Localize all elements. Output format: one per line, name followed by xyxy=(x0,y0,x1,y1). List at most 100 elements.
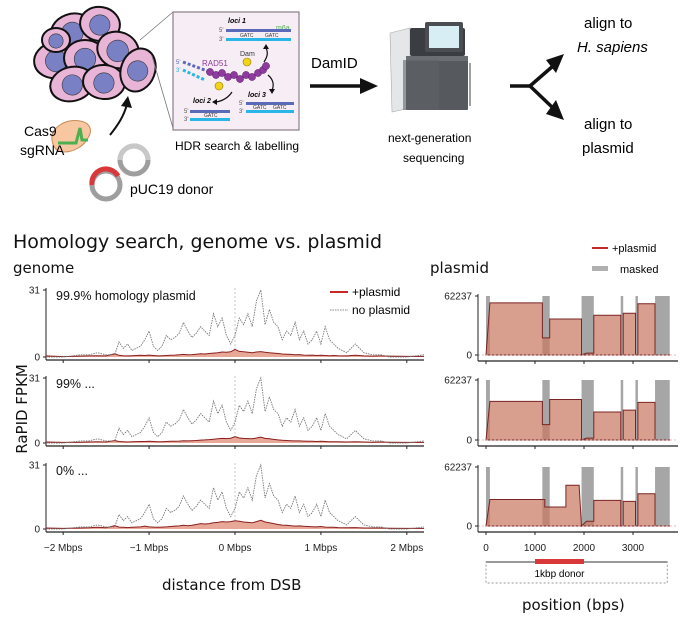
nucleus-icon xyxy=(93,72,115,94)
svg-text:loci 2: loci 2 xyxy=(193,98,211,105)
y-tick-label: 0 xyxy=(466,351,472,362)
no-plasmid-line xyxy=(46,376,425,444)
y-tick-label: 0 xyxy=(34,525,40,536)
no-plasmid-line xyxy=(46,463,425,530)
align-pl-label-1: align to xyxy=(584,116,632,133)
cell-icon xyxy=(82,63,126,101)
align-pl-label-2: plasmid xyxy=(582,140,634,157)
genome-x-label: distance from DSB xyxy=(162,576,302,594)
plus-plasmid-line xyxy=(45,519,424,529)
panel-annotation: 99% ... xyxy=(56,377,95,391)
sgrna-label: sgRNA xyxy=(20,142,65,158)
plus-plasmid-line xyxy=(45,348,424,358)
donor-segment xyxy=(535,559,584,564)
masked-region xyxy=(635,467,638,526)
rad51-filament-icon xyxy=(206,62,270,83)
legend-plus-plasmid-label: +plasmid xyxy=(352,285,400,299)
plus-plasmid-area xyxy=(485,302,670,356)
svg-text:3': 3' xyxy=(184,117,188,123)
masked-region xyxy=(620,296,624,355)
plus-plasmid-area xyxy=(485,399,670,441)
plus-plasmid-area xyxy=(46,436,424,443)
svg-text:5': 5' xyxy=(184,109,188,115)
svg-text:GATC: GATC xyxy=(204,113,218,119)
masked-region xyxy=(655,380,670,440)
plasmid-map-box xyxy=(485,561,668,584)
plasmid-header: plasmid xyxy=(430,259,489,277)
donor-map: 1kbp donor xyxy=(485,559,668,584)
delivery-arrowhead-icon xyxy=(121,96,132,108)
masked-region xyxy=(486,380,490,440)
y-tick-label: 31 xyxy=(29,461,41,472)
donor-label: pUC19 donor xyxy=(130,181,214,197)
plus-plasmid-line xyxy=(45,436,424,443)
rad51-monomer-icon xyxy=(248,73,256,81)
cell-icon xyxy=(41,27,71,53)
plus-plasmid-area xyxy=(46,520,424,529)
masked-region xyxy=(581,467,594,526)
svg-text:loci 1: loci 1 xyxy=(228,18,246,25)
svg-text:GATC: GATC xyxy=(273,105,287,111)
legend-masked-label: masked xyxy=(620,264,659,276)
legend-masked-swatch xyxy=(592,266,608,271)
plasmid-x-label: position (bps) xyxy=(522,596,625,614)
masked-region xyxy=(542,380,550,440)
svg-text:GATC: GATC xyxy=(265,33,279,39)
y-tick-label: 31 xyxy=(29,374,41,385)
svg-text:5': 5' xyxy=(176,60,180,66)
svg-text:loci 3: loci 3 xyxy=(248,92,266,99)
rad51-monomer-icon xyxy=(230,71,238,79)
x-tick-label: 2000 xyxy=(573,543,596,554)
masked-region xyxy=(581,380,594,440)
x-tick-label: 1 Mbps xyxy=(305,543,338,554)
x-tick-label: 2 Mbps xyxy=(390,543,423,554)
section-title: Homology search, genome vs. plasmid xyxy=(13,231,383,253)
svg-text:3': 3' xyxy=(219,37,223,43)
svg-text:m6a: m6a xyxy=(276,25,290,32)
y-tick-label: 0 xyxy=(34,353,40,364)
workflow-schematic: Cas9 sgRNA pUC19 donor loci 1 m6a 5' 3' … xyxy=(20,5,648,202)
x-tick-label: −1 Mbps xyxy=(130,543,169,554)
masked-region xyxy=(620,467,624,526)
x-tick-label: −2 Mbps xyxy=(44,543,83,554)
svg-text:RAD51: RAD51 xyxy=(202,59,228,68)
donor-label: 1kbp donor xyxy=(534,569,585,580)
x-tick-label: 1000 xyxy=(524,543,547,554)
damid-arrowhead-icon xyxy=(360,78,378,94)
sequencer-icon xyxy=(389,22,471,113)
hdr-inset: loci 1 m6a 5' 3' GATC GATC 5' 3' RAD51 D… xyxy=(172,11,300,131)
y-tick-label: 31 xyxy=(29,286,41,297)
masked-region xyxy=(620,380,624,440)
svg-text:3': 3' xyxy=(176,68,180,74)
svg-text:GATC: GATC xyxy=(240,33,254,39)
rad51-monomer-icon xyxy=(262,62,270,70)
x-tick-label: 3000 xyxy=(622,543,645,554)
nucleus-icon xyxy=(48,33,64,49)
rad51-monomer-icon xyxy=(218,69,226,77)
dam-icon xyxy=(242,57,252,67)
damid-label: DamID xyxy=(311,55,358,72)
svg-text:3': 3' xyxy=(239,109,243,115)
rad51-monomer-icon xyxy=(236,75,244,83)
y-tick-label: 0 xyxy=(466,436,472,447)
ngs-label-2: sequencing xyxy=(403,151,464,165)
x-tick-label: 0 xyxy=(483,543,489,554)
svg-text:5': 5' xyxy=(239,101,243,107)
x-tick-label: 0 Mbps xyxy=(219,543,252,554)
y-tick-label: 62237 xyxy=(444,463,472,474)
masked-region xyxy=(486,467,490,526)
plus-plasmid-area xyxy=(46,349,424,357)
masked-region xyxy=(655,467,670,526)
masked-region xyxy=(635,296,638,355)
split-arrow xyxy=(510,54,564,120)
genome-header: genome xyxy=(13,259,75,277)
ngs-label-1: next-generation xyxy=(388,131,471,145)
